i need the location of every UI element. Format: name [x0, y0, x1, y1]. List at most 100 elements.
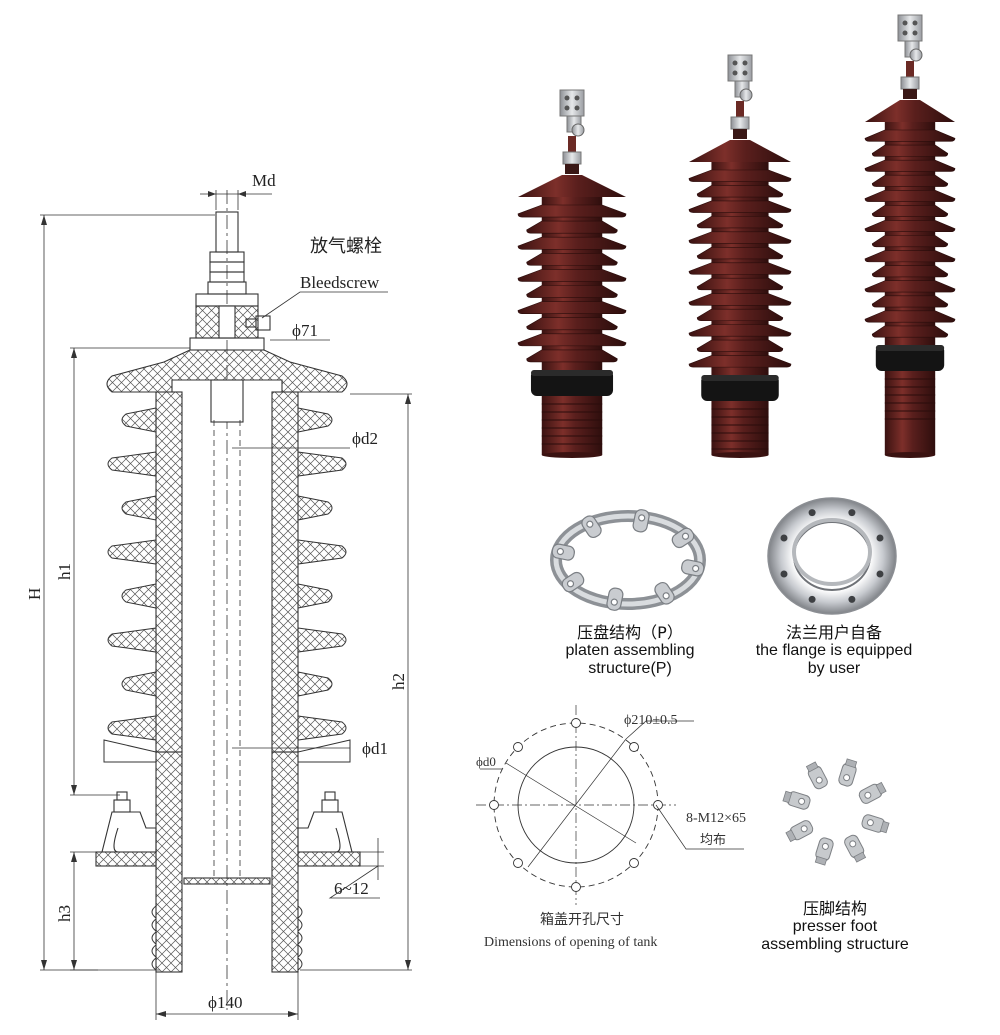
- presser-foot: [814, 837, 834, 866]
- dim-md-label: Md: [252, 171, 276, 190]
- porcelain-shed: [864, 280, 956, 293]
- porcelain-shed: [871, 144, 949, 157]
- flange-caption-cn: 法兰用户自备: [785, 623, 882, 642]
- porcelain-shed: [696, 185, 784, 198]
- shed-right: [297, 451, 347, 477]
- flange-hole: [808, 509, 816, 517]
- tank-caption-en: Dimensions of opening of tank: [484, 935, 657, 950]
- bolt-hole: [513, 742, 523, 752]
- flange-hole: [780, 534, 788, 542]
- platen-ring-photo: [550, 509, 706, 611]
- platen-clip: [671, 527, 695, 549]
- porcelain-shed: [871, 325, 949, 338]
- platen-clip: [561, 571, 585, 593]
- porcelain-shed: [871, 235, 949, 248]
- platen-caption-cn: 压盘结构（P）: [577, 623, 683, 642]
- porcelain-shed: [688, 231, 792, 244]
- rubber-gasket: [875, 345, 945, 371]
- dim-h1-label: h1: [55, 563, 74, 580]
- presser-foot: [858, 781, 887, 804]
- shed-right: [297, 495, 333, 521]
- presser-foot: [838, 758, 858, 787]
- shed-left: [107, 627, 157, 653]
- porcelain-shed: [526, 285, 618, 298]
- lower-body: [884, 371, 936, 455]
- bushing-photo-1: [517, 89, 627, 458]
- rib-right: [297, 905, 303, 919]
- porcelain-shed: [696, 308, 784, 322]
- top-cap-shed: [106, 349, 348, 393]
- dim-H-label: H: [25, 588, 44, 600]
- dim-d2-label: ϕd2: [352, 429, 378, 448]
- porcelain-shed: [864, 189, 956, 202]
- rib-left: [151, 918, 157, 932]
- flange-caption-en1: the flange is equipped: [755, 642, 913, 659]
- tank-dim-bolts: 8-M12×65: [686, 811, 746, 826]
- presser-foot: [844, 834, 867, 863]
- bushing-section-drawing: [40, 190, 412, 1020]
- platen-caption-en1: platen assembling: [565, 642, 695, 659]
- flange-hole: [808, 595, 816, 603]
- platen-clip: [581, 515, 602, 539]
- shed-left: [107, 539, 157, 565]
- bolt-hole: [653, 800, 663, 810]
- porcelain-shed: [517, 269, 627, 282]
- dim-range-label: 6~12: [334, 879, 369, 898]
- tank-dim-d0: ϕd0: [476, 754, 496, 769]
- presser-foot-photo: [782, 758, 890, 866]
- presser-foot: [805, 761, 828, 790]
- dim-h2-label: h2: [389, 673, 408, 690]
- platen-caption: 压盘结构（P） platen assembling structure(P): [540, 624, 720, 678]
- porcelain-shed: [871, 265, 949, 278]
- porcelain-shed: [696, 277, 784, 291]
- terminal-lug: [727, 54, 753, 82]
- flange-hole: [848, 509, 856, 517]
- porcelain-shed: [688, 324, 792, 337]
- porcelain-shed: [864, 310, 956, 323]
- top-terminal-stud: [189, 211, 271, 351]
- dim-d1-label: ϕd1: [362, 739, 388, 758]
- porcelain-shed: [688, 355, 792, 368]
- bleed-screw-cn-label: 放气螺栓: [310, 236, 382, 257]
- porcelain-shed: [688, 262, 792, 275]
- rib-left: [151, 944, 157, 958]
- flange-hole: [876, 534, 884, 542]
- presser-caption-en1: presser foot: [792, 918, 878, 935]
- flange-hole: [780, 570, 788, 578]
- bleed-screw-en-label: Bleedscrew: [300, 273, 380, 292]
- terminal-lug: [559, 89, 585, 117]
- rib-left: [151, 957, 157, 971]
- platen-clip: [654, 581, 675, 605]
- flange-caption: 法兰用户自备 the flange is equipped by user: [732, 624, 936, 678]
- shed-right: [297, 407, 333, 433]
- porcelain-shed: [871, 295, 949, 308]
- porcelain-shed: [688, 169, 792, 182]
- bolt-hole: [489, 800, 499, 810]
- flange-hole: [848, 595, 856, 603]
- dim-phi140-label: ϕ140: [208, 993, 242, 1012]
- bushing-photo-3: [864, 14, 956, 458]
- rib-left: [151, 905, 157, 919]
- rib-right: [297, 957, 303, 971]
- bolt-hole: [629, 858, 639, 868]
- mounting-flange: [95, 791, 361, 867]
- tank-caption-cn: 箱盖开孔尺寸: [540, 912, 624, 928]
- porcelain-shed: [517, 236, 627, 250]
- rubber-gasket: [530, 370, 614, 396]
- rib-right: [297, 918, 303, 932]
- shed-left: [121, 407, 157, 433]
- porcelain-shed: [688, 200, 792, 213]
- porcelain-shed: [696, 339, 784, 352]
- presser-foot: [861, 814, 890, 834]
- shed-left: [121, 583, 157, 609]
- platen-clip: [606, 587, 624, 611]
- terminal-lug: [897, 14, 923, 42]
- porcelain-wall-left: [155, 391, 183, 753]
- shed-right: [297, 539, 347, 565]
- rib-right: [297, 944, 303, 958]
- bolt-hole: [513, 858, 523, 868]
- dim-phi71-label: ϕ71: [292, 321, 318, 340]
- porcelain-shed: [864, 220, 956, 233]
- porcelain-shed: [526, 220, 618, 234]
